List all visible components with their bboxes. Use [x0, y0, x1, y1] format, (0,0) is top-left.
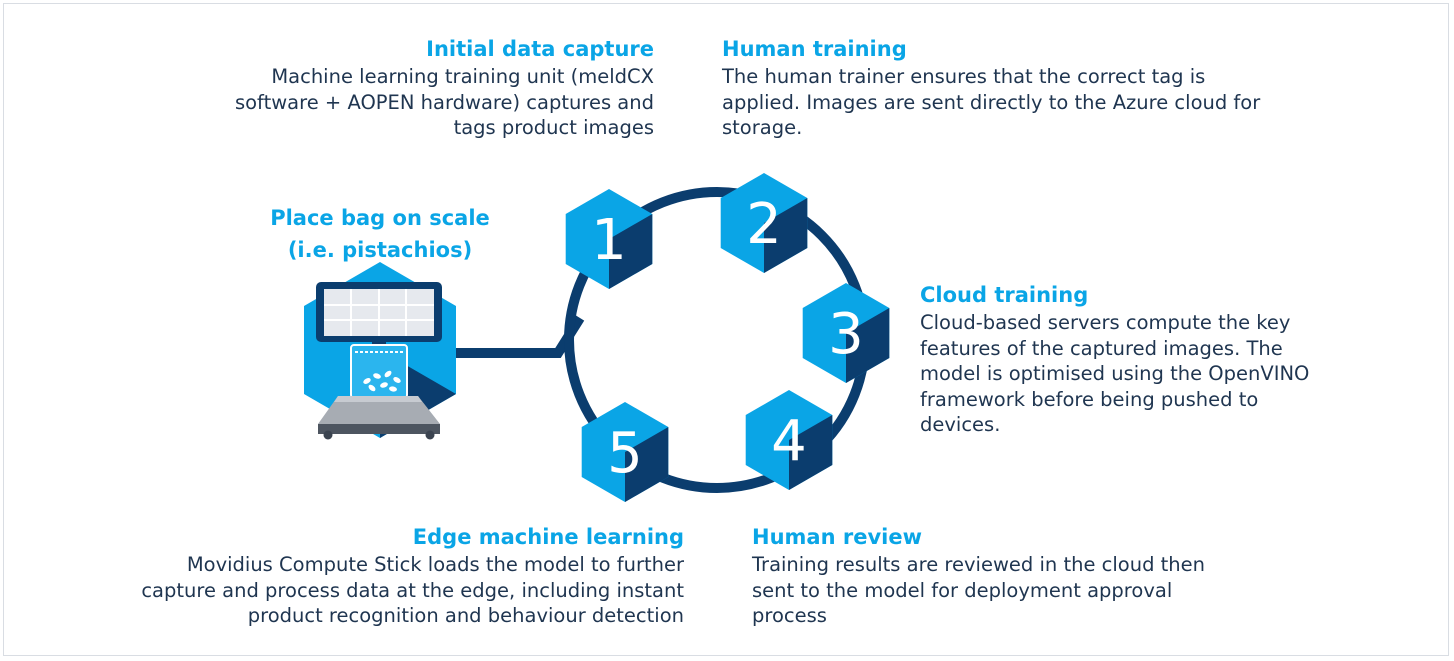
step-3-title: Cloud training: [920, 283, 1089, 307]
step-1-hexagon: 1: [565, 189, 653, 289]
step-5-title: Edge machine learning: [412, 525, 684, 549]
step-1-title: Initial data capture: [426, 37, 654, 61]
step-5-text: Edge machine learning Movidius Compute S…: [104, 524, 684, 629]
step-4-number: 4: [771, 409, 807, 474]
step-3-number: 3: [828, 302, 864, 367]
step-4-title: Human review: [752, 525, 922, 549]
step-2-text: Human training The human trainer ensures…: [722, 36, 1282, 141]
step-2-body: The human trainer ensures that the corre…: [722, 65, 1261, 139]
step-5-hexagon: 5: [581, 402, 669, 502]
step-1-number: 1: [591, 208, 627, 273]
scale-label: Place bag on scale (i.e. pistachios): [255, 203, 505, 267]
scale-icon: [304, 262, 456, 440]
scale-connector-line: [456, 315, 585, 358]
step-1-text: Initial data capture Machine learning tr…: [154, 36, 654, 141]
step-3-text: Cloud training Cloud-based servers compu…: [920, 282, 1380, 438]
step-2-hexagon: 2: [720, 173, 808, 273]
step-5-number: 5: [607, 421, 643, 486]
step-2-title: Human training: [722, 37, 907, 61]
scale-title-line2: (i.e. pistachios): [287, 238, 473, 262]
step-3-hexagon: 3: [802, 283, 890, 383]
step-4-body: Training results are reviewed in the clo…: [752, 553, 1206, 627]
step-4-hexagon: 4: [745, 390, 833, 490]
step-2-number: 2: [746, 192, 782, 257]
step-3-body: Cloud-based servers compute the key feat…: [920, 311, 1310, 436]
figure-frame: [3, 3, 1449, 656]
step-5-body: Movidius Compute Stick loads the model t…: [141, 553, 684, 627]
step-1-body: Machine learning training unit (meldCX s…: [234, 65, 654, 139]
step-4-text: Human review Training results are review…: [752, 524, 1272, 629]
scale-title-line1: Place bag on scale: [270, 206, 490, 230]
